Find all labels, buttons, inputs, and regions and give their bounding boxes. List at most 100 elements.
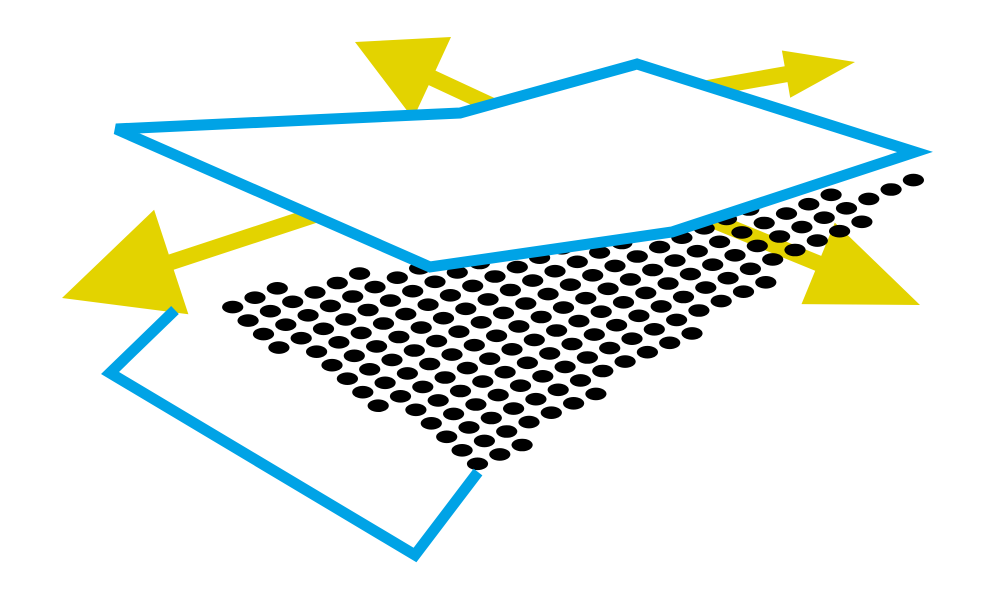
lattice-dot: [336, 372, 358, 386]
lattice-dot: [237, 314, 259, 327]
lattice-dot: [902, 173, 925, 187]
lattice-dot: [597, 282, 619, 296]
lattice-dot: [443, 407, 465, 421]
lattice-dot: [509, 379, 532, 393]
lattice-dot: [619, 273, 642, 286]
lattice-dot: [484, 270, 506, 283]
lattice-dot: [820, 188, 842, 202]
lattice-dot: [366, 340, 388, 353]
lattice-dot: [642, 263, 664, 277]
lattice-dot: [880, 183, 902, 196]
lattice-dot: [424, 275, 446, 289]
lattice-dot: [563, 397, 585, 410]
lattice-dot: [306, 345, 328, 359]
lattice-dot: [590, 305, 612, 319]
lattice-dot: [479, 352, 501, 366]
lattice-dot: [502, 402, 525, 415]
lattice-dot: [525, 392, 547, 406]
lattice-dot: [419, 357, 441, 371]
lattice-dot: [681, 327, 703, 340]
lattice-dot: [589, 246, 611, 259]
lattice-dot: [626, 250, 648, 263]
lattice-dot: [546, 324, 568, 337]
lattice-dot: [367, 399, 389, 413]
lattice-dot: [448, 325, 470, 339]
lattice-dot: [439, 289, 461, 302]
arrow-left: [62, 197, 348, 315]
lattice-dot: [477, 293, 499, 306]
lattice-dot: [465, 398, 487, 411]
lattice-dot: [410, 321, 432, 334]
lattice-dot: [583, 328, 605, 341]
lattice-dot: [775, 207, 798, 220]
lattice-dot: [530, 310, 552, 324]
lattice-dot: [806, 234, 828, 247]
lattice-dot: [635, 286, 657, 300]
lattice-dot: [470, 316, 492, 329]
lattice-dot: [458, 421, 480, 434]
lattice-dot: [335, 313, 357, 326]
lattice-dot: [441, 348, 463, 361]
lattice-dot: [506, 260, 528, 274]
lattice-dot: [357, 303, 379, 317]
lattice-dot: [731, 226, 753, 239]
lattice-dot: [858, 192, 880, 206]
lattice-dot: [473, 434, 495, 448]
lattice-dot: [523, 333, 545, 347]
lattice-dot: [426, 334, 448, 348]
lattice-dot: [784, 243, 806, 257]
lattice-dot: [487, 388, 509, 402]
lattice-dot: [659, 336, 681, 350]
bottom-frame: [101, 306, 483, 563]
lattice-dot: [791, 220, 813, 234]
lattice-dot: [282, 295, 304, 309]
lattice-dot: [321, 358, 343, 372]
lattice-dot: [606, 318, 628, 332]
lattice-dot: [643, 323, 665, 336]
lattice-dot: [501, 343, 523, 356]
lattice-dot: [259, 304, 281, 318]
top-frame: [113, 58, 933, 273]
lattice-dot: [746, 239, 768, 253]
dot-lattice: [222, 173, 925, 471]
lattice-dot: [511, 438, 533, 452]
lattice-dot: [566, 255, 588, 269]
lattice-dot: [732, 285, 755, 299]
lattice-dot: [544, 264, 566, 278]
lattice-dot: [432, 311, 455, 325]
lattice-dot: [702, 258, 724, 272]
lattice-dot: [386, 271, 408, 285]
lattice-dot: [679, 267, 702, 281]
lattice-dot: [412, 380, 434, 394]
lattice-dot: [343, 349, 365, 363]
lattice-dot: [494, 365, 516, 379]
lattice-dot: [569, 374, 592, 387]
lattice-dot: [710, 294, 732, 308]
lattice-dot: [402, 284, 424, 298]
lattice-dot: [319, 299, 341, 313]
lattice-dot: [657, 277, 679, 290]
lattice-dot: [328, 336, 350, 349]
lattice-dot: [508, 320, 530, 333]
lattice-dot: [252, 327, 275, 341]
lattice-dot: [612, 296, 635, 309]
lattice-dot: [489, 448, 511, 461]
lattice-dot: [275, 318, 297, 332]
lattice-dot: [664, 254, 686, 267]
lattice-dot: [688, 304, 710, 317]
lattice-dot: [342, 290, 364, 303]
lattice-dot: [575, 291, 597, 305]
lattice-dot: [518, 415, 540, 429]
lattice-dot: [628, 309, 650, 323]
lattice-dot: [739, 262, 762, 276]
lattice-dot: [621, 332, 643, 346]
lattice-dot: [516, 356, 539, 370]
lattice-dot: [753, 216, 775, 230]
lattice-dot: [466, 457, 489, 471]
lattice-dot: [395, 307, 417, 321]
lattice-dot: [568, 314, 590, 328]
lattice-dot: [762, 253, 784, 266]
lattice-dot: [427, 394, 449, 407]
lattice-dot: [352, 385, 374, 399]
